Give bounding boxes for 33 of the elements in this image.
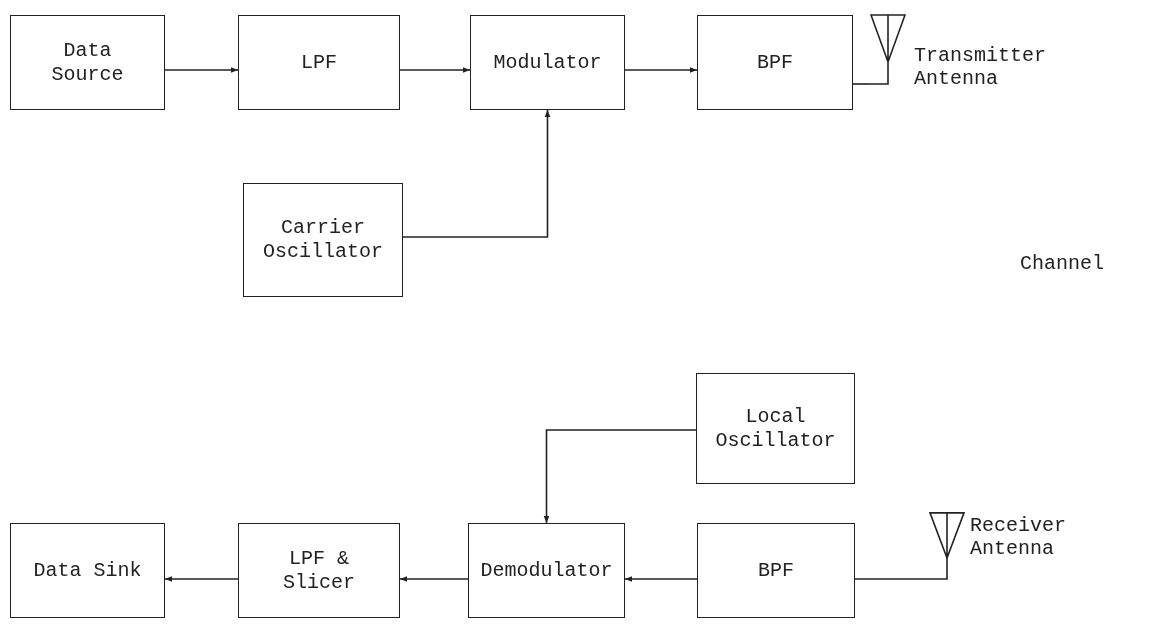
arrow bbox=[399, 576, 469, 582]
process-box bbox=[697, 15, 853, 110]
arrow bbox=[624, 576, 698, 582]
process-box bbox=[243, 183, 403, 297]
block-label: LPF bbox=[300, 50, 338, 75]
block-label: BPF bbox=[756, 50, 794, 75]
block-label: BPF bbox=[757, 558, 795, 583]
process-box bbox=[238, 15, 400, 110]
arrow bbox=[624, 67, 698, 73]
block-label: LPF & Slicer bbox=[282, 546, 356, 595]
channel-label: Channel bbox=[1020, 252, 1104, 276]
process-box bbox=[10, 15, 165, 110]
connector-line bbox=[854, 578, 930, 580]
arrow bbox=[164, 67, 239, 73]
process-box bbox=[10, 523, 165, 618]
arrow bbox=[402, 109, 551, 238]
arrow bbox=[399, 67, 471, 73]
block-label: Local Oscillator bbox=[714, 404, 837, 453]
block-label: Data Sink bbox=[32, 558, 143, 583]
block-label: Data Source bbox=[50, 38, 125, 87]
antenna-label: Transmitter Antenna bbox=[914, 44, 1048, 90]
block-label: Carrier Oscillator bbox=[262, 216, 384, 264]
arrow bbox=[164, 576, 239, 582]
connector-line bbox=[852, 83, 871, 85]
antenna-label: Receiver Antenna bbox=[970, 514, 1067, 560]
process-box bbox=[470, 15, 625, 110]
block-label: Demodulator bbox=[479, 558, 614, 583]
arrow bbox=[543, 429, 697, 524]
process-box bbox=[697, 523, 855, 618]
process-box bbox=[468, 523, 625, 618]
block-label: Modulator bbox=[492, 50, 603, 75]
process-box bbox=[238, 523, 400, 618]
process-box bbox=[696, 373, 855, 484]
